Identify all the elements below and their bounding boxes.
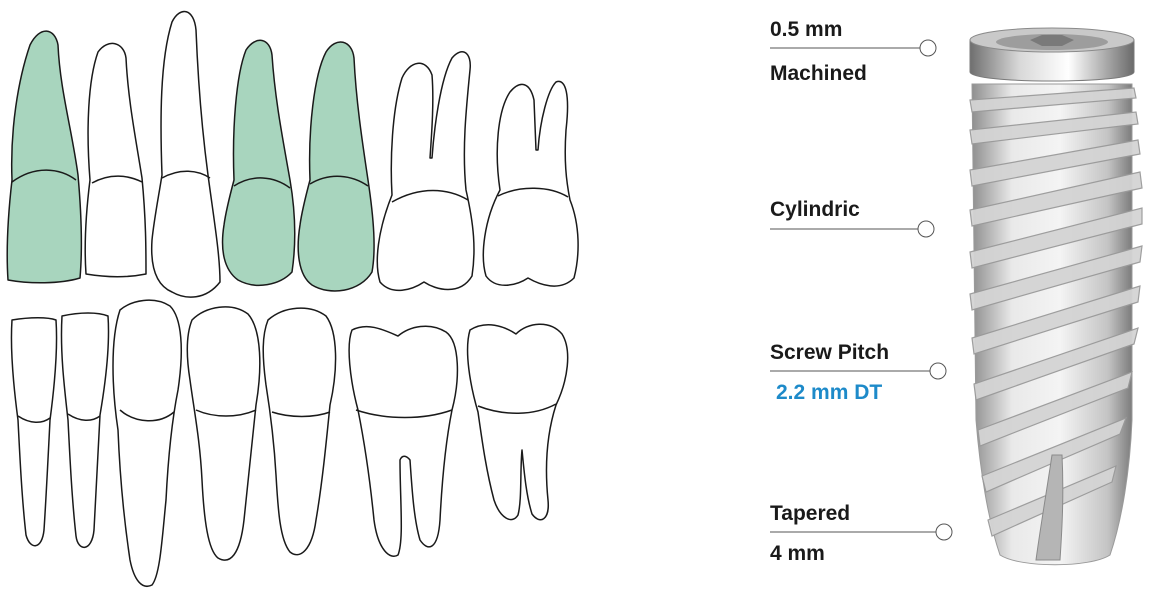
lower-incisor-2 bbox=[61, 313, 108, 547]
teeth-illustration bbox=[0, 0, 600, 590]
upper-premolar-1 bbox=[298, 42, 374, 291]
upper-incisor-2 bbox=[85, 43, 146, 276]
lower-premolar-1 bbox=[187, 307, 260, 560]
upper-molar bbox=[483, 81, 578, 286]
lower-incisor-1 bbox=[11, 318, 56, 546]
upper-premolar-2 bbox=[377, 52, 474, 291]
label-screw-pitch: Screw Pitch bbox=[770, 341, 889, 365]
lower-canine bbox=[113, 300, 181, 586]
lower-molar-1 bbox=[349, 326, 457, 556]
upper-incisor-1 bbox=[7, 31, 81, 283]
label-collar-height: 0.5 mm bbox=[770, 18, 842, 42]
implant-collar bbox=[970, 28, 1134, 81]
callout-leaders bbox=[770, 40, 952, 540]
upper-central bbox=[152, 12, 220, 298]
label-apex-shape: Tapered bbox=[770, 502, 850, 526]
lower-molar-2 bbox=[468, 324, 568, 519]
lower-premolar-2 bbox=[263, 308, 335, 555]
label-body-shape: Cylindric bbox=[770, 198, 860, 222]
upper-canine bbox=[223, 40, 295, 285]
label-collar-surface: Machined bbox=[770, 62, 867, 86]
label-screw-pitch-value: 2.2 mm DT bbox=[776, 381, 882, 405]
label-apex-length: 4 mm bbox=[770, 542, 825, 566]
